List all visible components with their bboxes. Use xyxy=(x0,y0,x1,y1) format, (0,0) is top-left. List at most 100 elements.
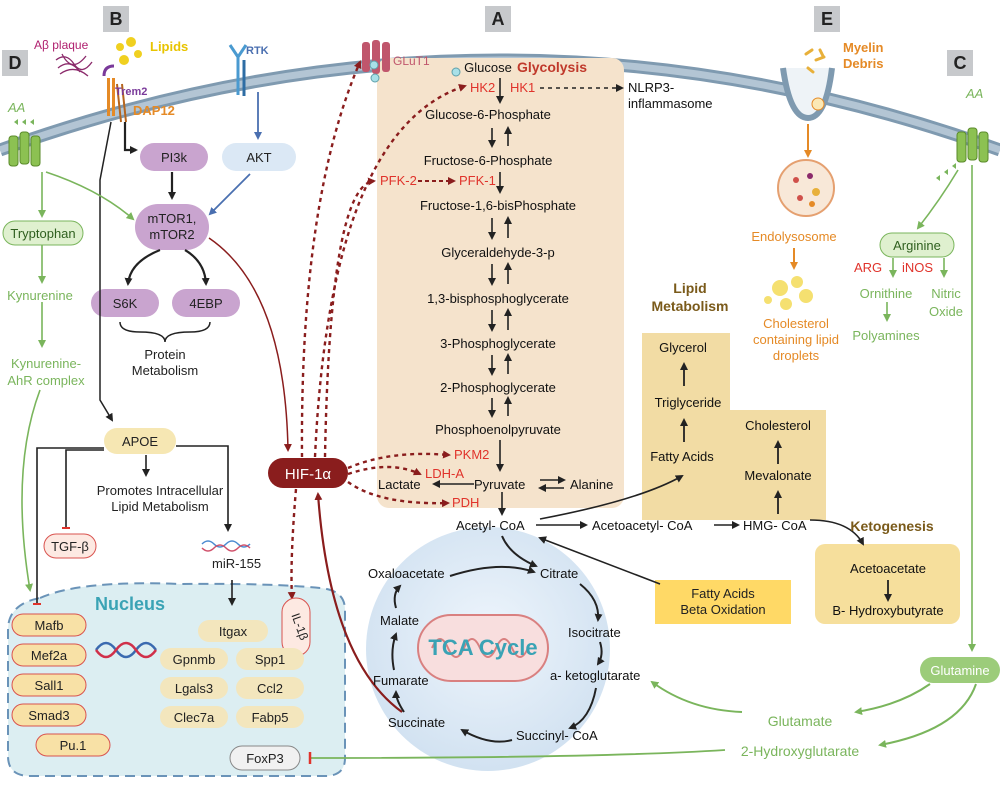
enzyme-ldha: LDH-A xyxy=(425,466,464,481)
nitric-oxide-label-1: Nitric xyxy=(931,286,961,301)
endolysosome-label: Endolysosome xyxy=(751,229,836,244)
dna-helix-icon xyxy=(94,641,158,659)
aa-transporter-left-icon xyxy=(8,131,41,167)
fa-beta-box xyxy=(655,580,791,624)
nucleus-left-genes: Mafb Mef2a Sall1 Smad3 Pu.1 xyxy=(11,613,111,757)
kynurenine-ahr-label-2: AhR complex xyxy=(7,373,85,388)
lipid-metabolites: Glycerol Triglyceride Fatty Acids Choles… xyxy=(650,340,811,483)
arginine-node xyxy=(879,232,955,258)
aa-dots-right xyxy=(936,163,956,181)
chol-droplets-label-1: Cholesterol xyxy=(763,316,829,331)
tca-metabolites: Oxaloacetate Citrate Malate Isocitrate F… xyxy=(368,566,640,743)
lipid-title-1: Lipid xyxy=(673,280,706,296)
enzyme-pdh: PDH xyxy=(452,495,479,510)
lipid-metabolite: Mevalonate xyxy=(744,468,811,483)
acetyl-coa-label: Acetyl- CoA xyxy=(456,518,525,533)
enzyme-pfk2: PFK-2 xyxy=(380,173,417,188)
glut1-label: GLuT1 xyxy=(393,54,430,68)
svg-text:A: A xyxy=(492,9,505,29)
enzyme-pfk1: PFK-1 xyxy=(459,173,496,188)
hmg-coa-label: HMG- CoA xyxy=(743,518,807,533)
acetoacetyl-coa-label: Acetoacetyl- CoA xyxy=(592,518,693,533)
aa-transporter-right-icon xyxy=(956,127,989,163)
gene-label: Smad3 xyxy=(28,708,69,723)
tca-metabolite: Citrate xyxy=(540,566,578,581)
gene-pill xyxy=(160,677,228,699)
tca-metabolite: Malate xyxy=(380,613,419,628)
gene-label: Pu.1 xyxy=(60,738,87,753)
nucleus-title: Nucleus xyxy=(95,594,165,614)
tca-title: TCA Cycle xyxy=(428,635,537,660)
lipid-metabolite: Cholesterol xyxy=(745,418,811,433)
kynurenine-label: Kynurenine xyxy=(7,288,73,303)
tca-metabolite: a- ketoglutarate xyxy=(550,668,640,683)
lipid-droplets-icon xyxy=(764,276,813,310)
glutamine-node xyxy=(920,657,1000,683)
hydroxyglutarate-label: 2-Hydroxyglutarate xyxy=(741,743,859,759)
gene-pill xyxy=(160,706,228,728)
hif-dashed-arrows xyxy=(287,60,467,600)
lipid-region xyxy=(642,333,826,520)
myelin-label-1: Myelin xyxy=(843,40,884,55)
gene-label: Gpnmb xyxy=(173,652,216,667)
panel-tag-d: D xyxy=(2,50,28,76)
enzyme-hk2: HK2 xyxy=(470,80,495,95)
gene-label: Sall1 xyxy=(35,678,64,693)
svg-text:B: B xyxy=(110,9,123,29)
gene-label: Clec7a xyxy=(174,710,215,725)
ornithine-label: Ornithine xyxy=(860,286,913,301)
apoe-label: APOE xyxy=(122,434,158,449)
gene-label: Mafb xyxy=(35,618,64,633)
aa-dots-left xyxy=(14,119,34,125)
abeta-label: Aβ plaque xyxy=(34,38,89,52)
succinate-to-hif-arrow xyxy=(314,492,403,713)
nlrp3-label-2: inflammasome xyxy=(628,96,713,111)
trem2-label: Trem2 xyxy=(115,86,147,98)
gene-label: Mef2a xyxy=(31,648,68,663)
glycolysis-step: Glyceraldehyde-3-p xyxy=(441,245,554,260)
foxp3-label: FoxP3 xyxy=(246,751,284,766)
panel-tag-c: C xyxy=(947,50,973,76)
hydroxybutyrate-label: B- Hydroxybutyrate xyxy=(832,603,943,618)
kynurenine-ahr-label-1: Kynurenine- xyxy=(11,356,81,371)
gene-label: Ccl2 xyxy=(257,681,283,696)
foxp3-node xyxy=(229,745,301,771)
glycolysis-step: Glucose xyxy=(464,60,512,75)
tgfb-label: TGF-β xyxy=(51,539,89,554)
ketogenesis-title: Ketogenesis xyxy=(850,518,933,534)
glycolysis-steps: Glucose Glucose-6-Phosphate Fructose-6-P… xyxy=(420,60,576,437)
protein-label-1: Protein xyxy=(144,347,185,362)
apoe-node xyxy=(104,428,176,454)
mtor-label-2: mTOR2 xyxy=(149,227,194,242)
tca-metabolite: Oxaloacetate xyxy=(368,566,445,581)
enzyme-inos: iNOS xyxy=(902,260,933,275)
tryptophan-arrows xyxy=(21,171,135,592)
acetyl-coa-arrows xyxy=(536,475,864,585)
nitric-oxide-label-2: Oxide xyxy=(929,304,963,319)
apoe-connectors xyxy=(33,445,236,606)
svg-text:C: C xyxy=(954,53,967,73)
gene-label: Fabp5 xyxy=(252,710,289,725)
promotes-label-2: Lipid Metabolism xyxy=(111,499,209,514)
lipid-metabolite: Triglyceride xyxy=(655,395,722,410)
s6k-node xyxy=(91,289,159,317)
aa-right-label: AA xyxy=(965,86,983,101)
glycolysis-step: Phosphoenolpyruvate xyxy=(435,422,561,437)
enzyme-pkm2: PKM2 xyxy=(454,447,489,462)
gene-label: Lgals3 xyxy=(175,681,213,696)
nlrp3-label-1: NLRP3- xyxy=(628,80,674,95)
signaling-arrows xyxy=(99,121,210,422)
myelin-label-2: Debris xyxy=(843,56,883,71)
aa-to-arginine-arrow xyxy=(916,169,959,230)
gene-pill xyxy=(236,677,304,699)
protein-brace xyxy=(119,321,211,343)
panel-tag-b: B xyxy=(103,6,129,32)
myelin-invagination xyxy=(780,67,835,122)
nucleus-right-genes: Itgax Gpnmb Spp1 Lgals3 Ccl2 Clec7a Fabp… xyxy=(160,620,304,728)
abeta-plaque-icon xyxy=(55,53,93,77)
akt-label: AKT xyxy=(246,150,271,165)
lactate-label: Lactate xyxy=(378,477,421,492)
glycolysis-step: 1,3-bisphosphoglycerate xyxy=(427,291,569,306)
